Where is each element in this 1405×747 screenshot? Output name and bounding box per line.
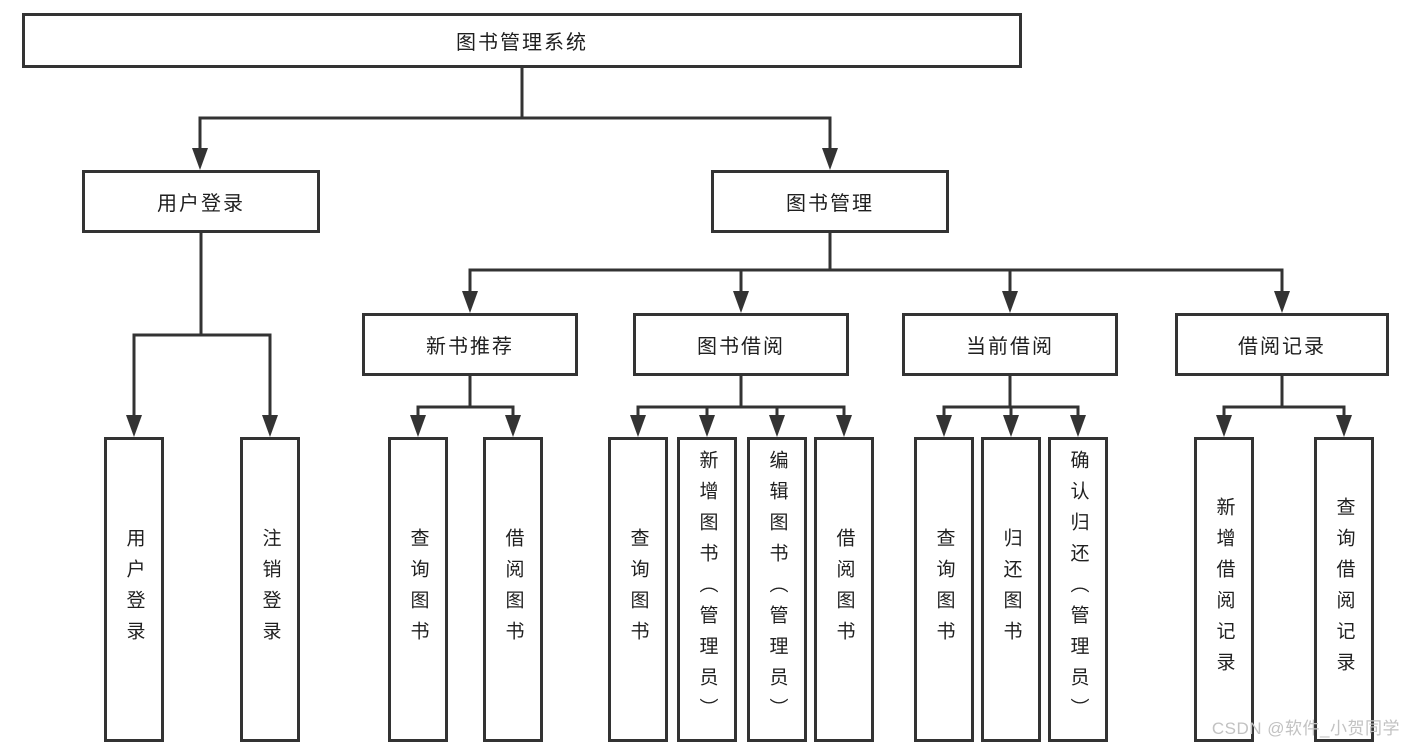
connector-current-borrow (936, 374, 1086, 437)
leaf-edit-book-admin: 编辑图书（管理员） (747, 437, 807, 742)
leaf-add-book-admin: 新增图书（管理员） (677, 437, 737, 742)
leaf-edit-book-admin-label: 编辑图书（管理员） (766, 450, 788, 729)
leaf-query-books-borrow-label: 查询图书 (627, 527, 649, 652)
leaf-confirm-return-admin: 确认归还（管理员） (1048, 437, 1108, 742)
leaf-confirm-return-admin-label: 确认归还（管理员） (1067, 450, 1089, 729)
leaf-query-books-current-label: 查询图书 (933, 527, 955, 652)
leaf-query-books-borrow: 查询图书 (608, 437, 668, 742)
leaf-logout-label: 注销登录 (259, 527, 281, 652)
connector-borrow-records (1216, 374, 1352, 437)
leaf-query-books-recommend-label: 查询图书 (407, 527, 429, 652)
node-book-management: 图书管理 (711, 170, 949, 233)
leaf-borrow-books-recommend-label: 借阅图书 (502, 527, 524, 652)
leaf-user-login: 用户登录 (104, 437, 164, 742)
connector-root (192, 66, 838, 170)
leaf-logout: 注销登录 (240, 437, 300, 742)
connector-book-borrow (630, 374, 852, 437)
leaf-add-book-admin-label: 新增图书（管理员） (696, 450, 718, 729)
node-new-book-recommend: 新书推荐 (362, 313, 578, 376)
leaf-query-books-recommend: 查询图书 (388, 437, 448, 742)
leaf-query-borrow-record: 查询借阅记录 (1314, 437, 1374, 742)
leaf-borrow-books-label: 借阅图书 (833, 527, 855, 652)
node-user-login: 用户登录 (82, 170, 320, 233)
leaf-return-book: 归还图书 (981, 437, 1041, 742)
leaf-borrow-books-recommend: 借阅图书 (483, 437, 543, 742)
leaf-user-login-label: 用户登录 (123, 527, 145, 652)
connector-new-book-recommend (410, 374, 521, 437)
leaf-return-book-label: 归还图书 (1000, 527, 1022, 652)
leaf-add-borrow-record-label: 新增借阅记录 (1213, 496, 1235, 683)
node-current-borrow: 当前借阅 (902, 313, 1118, 376)
node-book-borrow: 图书借阅 (633, 313, 849, 376)
leaf-query-borrow-record-label: 查询借阅记录 (1333, 496, 1355, 683)
node-borrow-records: 借阅记录 (1175, 313, 1389, 376)
leaf-borrow-books: 借阅图书 (814, 437, 874, 742)
leaf-query-books-current: 查询图书 (914, 437, 974, 742)
leaf-add-borrow-record: 新增借阅记录 (1194, 437, 1254, 742)
csdn-watermark: CSDN @软件_小贺同学 (1211, 719, 1400, 738)
connector-user-login (126, 231, 278, 437)
node-root: 图书管理系统 (22, 13, 1022, 68)
connector-book-management (462, 231, 1290, 313)
